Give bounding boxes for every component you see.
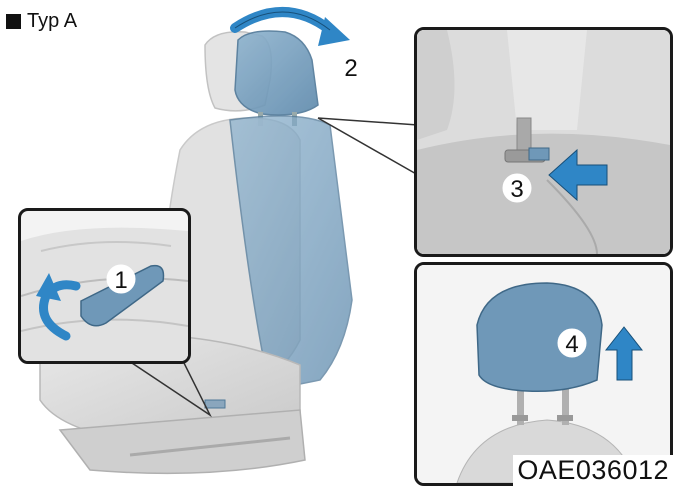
callout-1-number: 1 [114,267,127,294]
callout-line-3 [317,117,419,176]
lever-detail-illustration: 1 [21,227,188,361]
headrest-tilted [234,30,319,116]
seatback-tilted [229,115,353,391]
callout-line-1 [119,344,212,418]
caption-label: Typ A [27,10,78,32]
release-button-panel: 3 [414,27,673,257]
up-arrow-icon [604,326,644,381]
callout-3-number: 3 [510,176,523,203]
figure-code: OAE036012 [513,455,673,486]
square-bullet-icon [6,14,21,29]
headrest-removal-panel: 4 [414,262,673,486]
headrest-removal-illustration: 4 [417,265,670,483]
seat-base [58,409,306,475]
headrest-lifted [476,282,603,393]
recline-lever [80,264,165,327]
lever-detail-panel: 1 [18,208,191,364]
push-arrow-icon [548,148,608,202]
release-button-illustration: 3 [417,30,670,254]
figure-caption: Typ A [6,10,77,33]
release-button [528,147,550,161]
callout-4-number: 4 [565,331,578,358]
